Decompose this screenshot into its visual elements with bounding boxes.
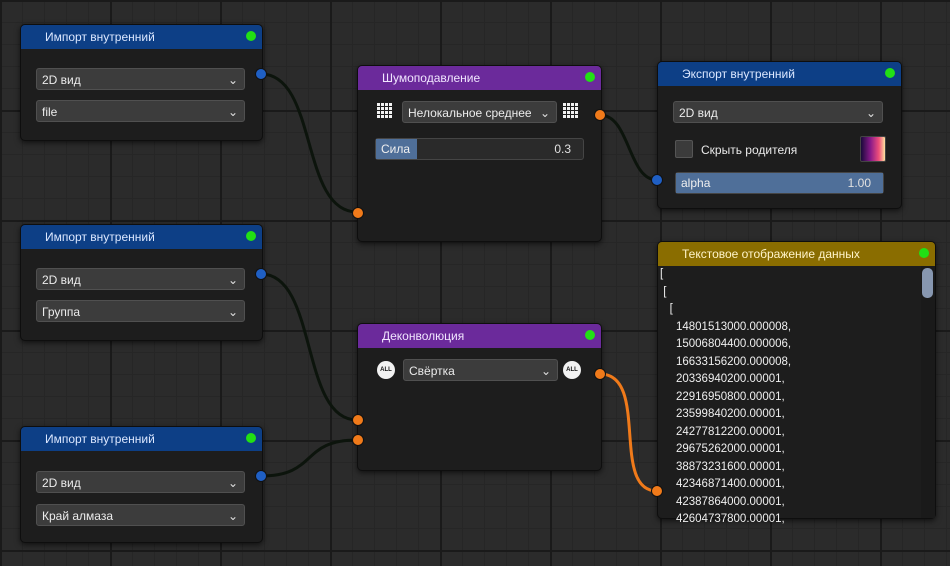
source-select-value: Группа (42, 305, 81, 319)
deconv-output-port[interactable] (594, 368, 606, 380)
status-ok-icon (885, 68, 895, 78)
denoise-output-port[interactable] (594, 109, 606, 121)
wire-import3-to-deconv-in2 (260, 438, 358, 478)
alpha-slider-fill (676, 173, 883, 193)
export-node[interactable]: Экспорт внутренний 2D вид ⌄ Скрыть родит… (657, 61, 902, 209)
import-node-1[interactable]: Импорт внутренний 2D вид ⌄ file ⌄ (20, 24, 263, 141)
text-line: 42387864000.00001, (660, 495, 785, 508)
colormap-swatch[interactable] (860, 136, 886, 162)
status-ok-icon (585, 72, 595, 82)
node-title: Шумоподавление (358, 66, 601, 90)
node-title: Экспорт внутренний (658, 62, 901, 86)
mode-select[interactable]: Свёртка ⌄ (403, 359, 558, 381)
mode-select-value: Свёртка (409, 364, 455, 378)
view-select-value: 2D вид (679, 106, 718, 120)
chevron-down-icon: ⌄ (865, 106, 876, 120)
source-select[interactable]: Край алмаза ⌄ (36, 504, 245, 526)
grid-icon[interactable] (377, 103, 393, 119)
node-title: Импорт внутренний (21, 427, 262, 451)
text-line: 38873231600.00001, (660, 460, 785, 473)
wire-import1-to-denoise (260, 72, 358, 214)
source-select-value: file (42, 105, 58, 119)
text-line: 16633156200.000008, (660, 355, 792, 368)
chevron-down-icon: ⌄ (227, 273, 238, 287)
status-ok-icon (246, 231, 256, 241)
view-select-value: 2D вид (42, 273, 81, 287)
strength-slider[interactable]: Сила 0.3 (375, 138, 584, 160)
method-select-value: Нелокальное среднее (408, 106, 532, 120)
import3-output-port[interactable] (255, 470, 267, 482)
chevron-down-icon: ⌄ (227, 73, 238, 87)
text-line: 42604737800.00001, (660, 513, 785, 525)
deconvolution-node[interactable]: Деконволюция ALL Свёртка ⌄ ALL (357, 323, 602, 471)
chevron-down-icon: ⌄ (539, 106, 550, 120)
text-line: [ (660, 303, 673, 315)
import2-output-port[interactable] (255, 268, 267, 280)
view-select[interactable]: 2D вид ⌄ (36, 471, 245, 493)
strength-slider-fill (376, 139, 417, 159)
view-select[interactable]: 2D вид ⌄ (36, 268, 245, 290)
text-line: 24277812200.00001, (660, 425, 785, 438)
chevron-down-icon: ⌄ (227, 105, 238, 119)
textview-input-port[interactable] (651, 485, 663, 497)
scrollbar-track[interactable] (921, 266, 935, 518)
scrollbar-thumb[interactable] (922, 268, 933, 298)
source-select[interactable]: Группа ⌄ (36, 300, 245, 322)
deconv-input-port-1[interactable] (352, 414, 364, 426)
status-ok-icon (246, 31, 256, 41)
text-line: 14801513000.000008, (660, 320, 792, 333)
wire-denoise-to-export (599, 113, 658, 182)
status-ok-icon (919, 248, 929, 258)
view-select[interactable]: 2D вид ⌄ (36, 68, 245, 90)
alpha-label: alpha (681, 176, 711, 190)
strength-label: Сила (381, 142, 411, 156)
import1-output-port[interactable] (255, 68, 267, 80)
source-select[interactable]: file ⌄ (36, 100, 245, 122)
chevron-down-icon: ⌄ (540, 364, 551, 378)
alpha-value: 1.00 (847, 176, 871, 190)
wire-import2-to-deconv-in1 (260, 272, 358, 422)
wire-deconv-to-textview (599, 372, 658, 493)
status-ok-icon (246, 433, 256, 443)
view-select-value: 2D вид (42, 476, 81, 490)
text-line: 15006804400.000006, (660, 338, 792, 350)
hide-parent-checkbox[interactable] (675, 140, 693, 158)
status-ok-icon (585, 330, 595, 340)
deconv-input-port-2[interactable] (352, 434, 364, 446)
hide-parent-label: Скрыть родителя (701, 143, 798, 157)
node-title: Импорт внутренний (21, 225, 262, 249)
chevron-down-icon: ⌄ (227, 509, 238, 523)
grid-icon[interactable] (563, 103, 579, 119)
method-select[interactable]: Нелокальное среднее ⌄ (402, 101, 557, 123)
text-line: 29675262000.00001, (660, 443, 785, 455)
data-text-area[interactable]: [ [ [ 14801513000.000008, 15006804400.00… (658, 266, 921, 525)
import-node-2[interactable]: Импорт внутренний 2D вид ⌄ Группа ⌄ (20, 224, 263, 341)
text-line: 22916950800.00001, (660, 390, 785, 403)
strength-value: 0.3 (554, 142, 571, 156)
alpha-slider[interactable]: alpha 1.00 (675, 172, 884, 194)
text-line: 20336940200.00001, (660, 373, 785, 385)
denoise-node[interactable]: Шумоподавление Нелокальное среднее ⌄ Сил… (357, 65, 602, 242)
text-line: [ (660, 285, 667, 298)
source-select-value: Край алмаза (42, 509, 114, 523)
view-select-value: 2D вид (42, 73, 81, 87)
denoise-input-port[interactable] (352, 207, 364, 219)
chevron-down-icon: ⌄ (227, 476, 238, 490)
all-channels-icon[interactable]: ALL (563, 361, 581, 379)
node-title: Деконволюция (358, 324, 601, 348)
text-line: 23599840200.00001, (660, 408, 785, 420)
node-title: Текстовое отображение данных (658, 242, 935, 266)
text-line: 42346871400.00001, (660, 478, 785, 490)
chevron-down-icon: ⌄ (227, 305, 238, 319)
all-channels-icon[interactable]: ALL (377, 361, 395, 379)
export-input-port[interactable] (651, 174, 663, 186)
view-select[interactable]: 2D вид ⌄ (673, 101, 883, 123)
text-line: [ (660, 268, 664, 280)
text-view-node[interactable]: Текстовое отображение данных [ [ [ 14801… (657, 241, 936, 525)
node-title: Импорт внутренний (21, 25, 262, 49)
import-node-3[interactable]: Импорт внутренний 2D вид ⌄ Край алмаза ⌄ (20, 426, 263, 543)
